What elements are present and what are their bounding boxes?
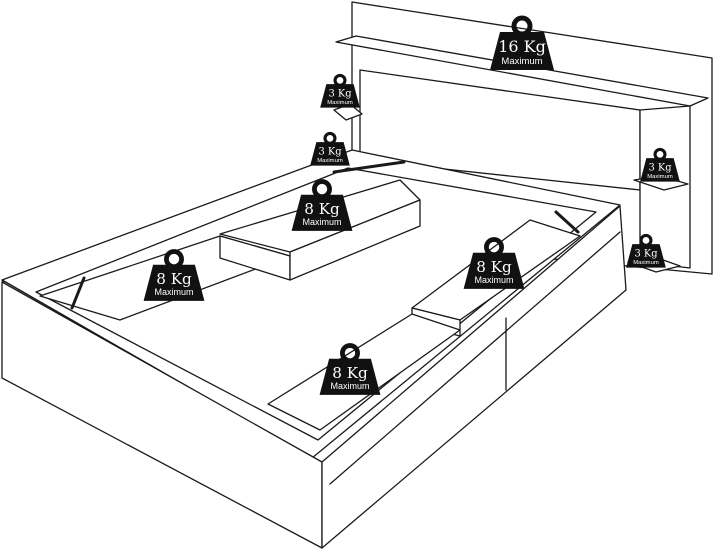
weight-body (310, 142, 350, 166)
weight-value: 3 Kg (328, 88, 352, 99)
weight-value: 8 Kg (332, 364, 368, 382)
gas-strut-left (70, 276, 86, 310)
weight-icon (333, 73, 347, 87)
bed-inner-floor (35, 167, 597, 441)
weight-label: Maximum (633, 260, 659, 266)
weight-label: Maximum (154, 287, 193, 297)
back-compartment-front (289, 199, 421, 281)
weight-value: 8 Kg (476, 258, 512, 276)
weight-label: Maximum (327, 100, 353, 106)
weight-label: Maximum (330, 381, 369, 391)
bed-drawing (1, 1, 713, 549)
weight-label: Maximum (302, 217, 341, 227)
weight-body (320, 84, 360, 108)
bed-right-face (321, 205, 627, 549)
headboard-top-shelf (335, 35, 709, 107)
weight-body (463, 252, 525, 289)
weight-body (626, 244, 666, 268)
weight-icon (323, 131, 337, 145)
weight-label: Maximum (501, 56, 542, 67)
weight-body (640, 158, 680, 182)
drawer-top-edge (329, 231, 621, 485)
weight-label: Maximum (647, 174, 673, 180)
gas-strut-right (554, 210, 580, 234)
weight-icon (511, 15, 533, 37)
weight-body (490, 32, 554, 70)
gas-strut-back (332, 160, 406, 174)
weight-value: 8 Kg (304, 200, 340, 218)
weight-value: 3 Kg (318, 146, 342, 157)
weight-label: Maximum (317, 158, 343, 164)
weight-body (319, 358, 381, 395)
weight-body (143, 264, 205, 301)
weight-body (291, 194, 353, 231)
weight-value: 16 Kg (498, 37, 546, 56)
weight-value: 3 Kg (634, 248, 658, 259)
weight-label: Maximum (474, 275, 513, 285)
weight-value: 8 Kg (156, 270, 192, 288)
weight-value: 3 Kg (648, 162, 672, 173)
